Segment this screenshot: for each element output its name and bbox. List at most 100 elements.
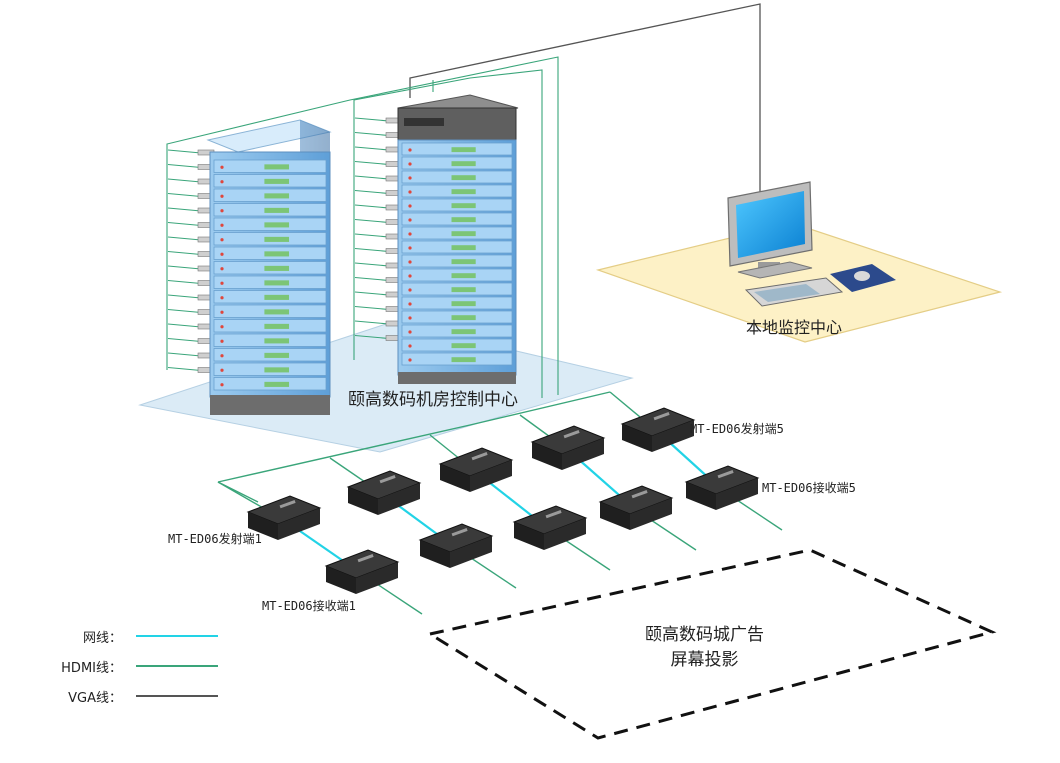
transmitter-device-3 [438, 447, 514, 492]
rack-unit-led [408, 148, 412, 152]
rack-unit-led [408, 246, 412, 250]
extender-side [378, 483, 420, 515]
extender-logo [563, 430, 580, 439]
receiver-1-label: MT-ED06接收端1 [262, 599, 356, 613]
rack-unit-led [220, 223, 224, 227]
rack-unit-led [408, 232, 412, 236]
rack-unit-led [408, 330, 412, 334]
extender-side [356, 562, 398, 594]
extender-logo [379, 475, 396, 484]
rack-unit-indicator [264, 352, 290, 358]
rack-unit-led [408, 302, 412, 306]
extender-front [622, 424, 652, 452]
extender-front [686, 482, 716, 510]
receiver-device-3 [512, 505, 588, 550]
rack-unit-indicator [451, 161, 476, 167]
mouse-pad-icon [830, 264, 896, 292]
extender-side [652, 420, 694, 452]
transmitter-5-label: MT-ED06发射端5 [690, 422, 784, 436]
extender-front [420, 540, 450, 568]
extender-front [514, 522, 544, 550]
extender-front [600, 502, 630, 530]
extender-logo [653, 412, 670, 421]
rack-unit-led [408, 176, 412, 180]
rack-unit-indicator [264, 367, 290, 373]
receiver-5-label: MT-ED06接收端5 [762, 481, 856, 495]
transmitter-1-label: MT-ED06发射端1 [168, 532, 262, 546]
receiver-device-2 [418, 523, 494, 568]
rack-unit-led [408, 260, 412, 264]
rack-unit-led [220, 310, 224, 314]
rack-unit-led [220, 165, 224, 169]
rack-unit-led [220, 209, 224, 213]
rack-unit-led [408, 190, 412, 194]
extender-side [470, 460, 512, 492]
rack-unit-indicator [264, 222, 290, 228]
extender-side [716, 478, 758, 510]
extender-logo [357, 554, 374, 563]
rack-unit-indicator [451, 301, 476, 307]
rack-unit-led [408, 358, 412, 362]
local-monitor-label: 本地监控中心 [746, 318, 843, 337]
rack-unit-led [220, 325, 224, 329]
legend-vga-swatch [136, 695, 218, 697]
transmitter-device-1 [246, 495, 322, 540]
rack-unit-indicator [451, 315, 476, 321]
extender-side [562, 438, 604, 470]
rack-unit-indicator [451, 259, 476, 265]
rack-unit-indicator [264, 309, 290, 315]
extender-logo [717, 470, 734, 479]
extender-devices [246, 407, 760, 594]
rack-unit-indicator [451, 147, 476, 153]
projection-screen-area [426, 548, 997, 740]
legend-hdmi-label: HDMI线： [61, 660, 122, 676]
rack-unit-led [408, 162, 412, 166]
server-rack-left [206, 119, 332, 415]
rack-unit-led [220, 281, 224, 285]
rack-unit-indicator [264, 193, 290, 199]
rack-unit-indicator [451, 231, 476, 237]
projection-screen-label-line2: 屏幕投影 [670, 650, 739, 670]
receiver-device-1 [324, 549, 400, 594]
rack-unit-indicator [264, 236, 290, 242]
rack-unit-led [220, 354, 224, 358]
receiver-device-5 [684, 465, 760, 510]
rack-unit-led [408, 274, 412, 278]
keyboard-icon [744, 277, 844, 307]
rack-unit-indicator [264, 280, 290, 286]
rack-unit-led [220, 194, 224, 198]
rack-unit-led [408, 344, 412, 348]
rack-unit-led [220, 383, 224, 387]
legend-network-swatch [136, 635, 218, 637]
hdmi-trunk [217, 391, 611, 483]
rack-cable-connectors-mid [354, 117, 403, 341]
rack-unit-led [408, 218, 412, 222]
rack-unit-led [220, 267, 224, 271]
rack-unit-led [220, 180, 224, 184]
extender-logo [451, 528, 468, 537]
kvm-rack-right [397, 94, 519, 384]
extender-front [248, 512, 278, 540]
extender-front [348, 487, 378, 515]
transmitter-device-5 [620, 407, 696, 452]
rack-unit-indicator [451, 343, 476, 349]
monitor-icon [727, 181, 813, 279]
rack-unit-led [220, 296, 224, 300]
legend-network: 网线： [50, 626, 218, 646]
rack-unit-indicator [264, 164, 290, 170]
rack-unit-indicator [264, 178, 290, 184]
rack-unit-indicator [451, 273, 476, 279]
rack-unit-indicator [451, 245, 476, 251]
extender-side [278, 508, 320, 540]
rack-cable-connectors-left [167, 149, 215, 373]
legend-vga: VGA线： [50, 686, 218, 706]
extender-front [440, 464, 470, 492]
rack-unit-indicator [451, 217, 476, 223]
rack-unit-indicator [264, 381, 290, 387]
rack-unit-led [408, 288, 412, 292]
extender-logo [279, 500, 296, 509]
extender-side [450, 536, 492, 568]
legend-network-label: 网线： [82, 630, 122, 646]
control-room-label: 颐高数码机房控制中心 [348, 390, 518, 410]
